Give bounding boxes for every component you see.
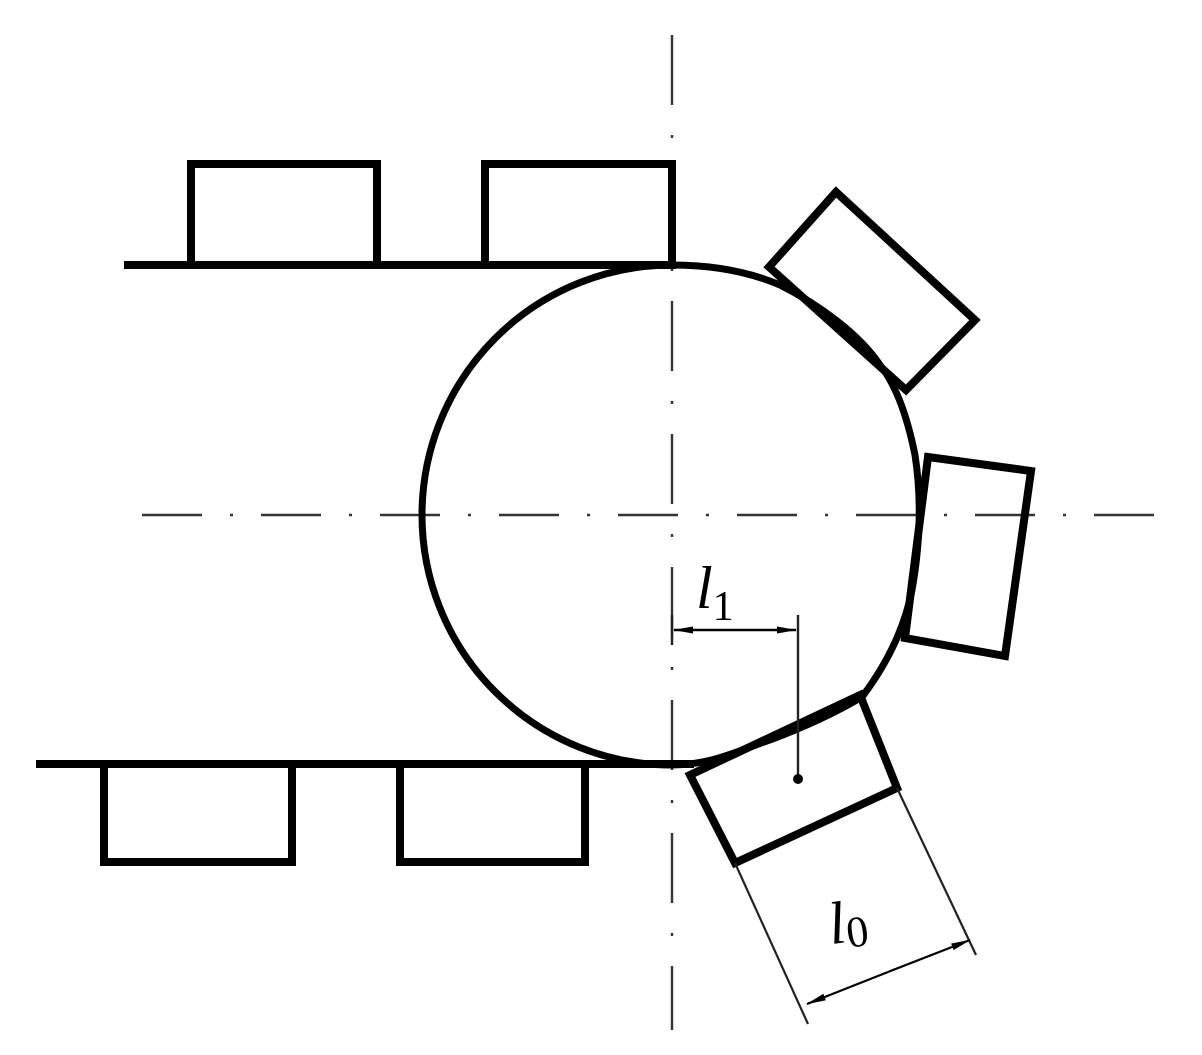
bottom-block-2	[396, 760, 589, 866]
top-belt	[124, 160, 676, 269]
upper-right-block	[763, 186, 981, 396]
top-block-1	[187, 160, 381, 269]
right-block	[900, 452, 1036, 661]
top-block-2	[481, 160, 676, 269]
l1-label-main: l	[696, 555, 713, 621]
l1-label: l1	[696, 555, 734, 630]
l0-extension-left	[733, 862, 810, 1025]
l0-dimension-line-b	[887, 938, 971, 974]
l0-label: l0	[824, 886, 872, 960]
bottom-block-1	[100, 760, 296, 866]
dimension-l1: l1	[670, 555, 803, 784]
l0-extension-right	[896, 787, 977, 956]
bottom-belt	[36, 760, 694, 866]
l1-reference-point	[793, 774, 803, 784]
wrapped-blocks	[684, 186, 1036, 869]
l0-dimension-line-a	[806, 970, 889, 1006]
dimension-l0: l0	[733, 787, 977, 1025]
l1-label-sub: 1	[713, 584, 734, 630]
